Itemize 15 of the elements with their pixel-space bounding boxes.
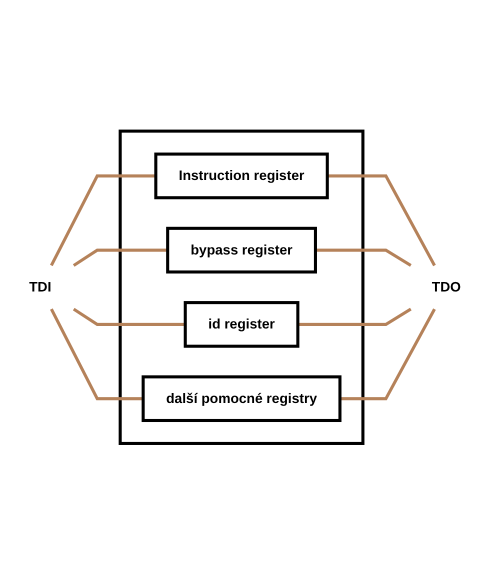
connector — [327, 174, 436, 266]
node-text: TDO — [432, 279, 461, 295]
node-text: TDI — [29, 279, 52, 295]
connector — [50, 174, 156, 266]
connector — [72, 248, 168, 267]
connector — [298, 308, 412, 326]
node-box: bypass register — [166, 227, 317, 274]
connector — [72, 308, 186, 326]
node-box: Instruction register — [154, 152, 329, 200]
connector — [50, 308, 144, 400]
node-box: další pomocné registry — [142, 376, 342, 422]
node-box: id register — [184, 301, 300, 348]
connector — [340, 308, 436, 400]
cluster — [118, 130, 364, 446]
connector — [315, 248, 412, 267]
